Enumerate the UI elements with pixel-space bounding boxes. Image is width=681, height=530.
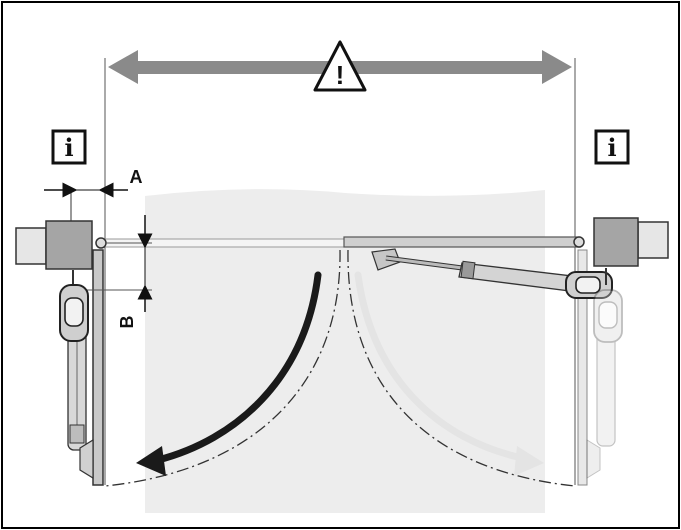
warning-mark: ! xyxy=(336,60,345,90)
right-hinge xyxy=(573,236,585,248)
left-hinge xyxy=(95,237,107,249)
right-wall xyxy=(637,221,669,259)
right-actuator xyxy=(371,248,613,299)
right-opening-arrow xyxy=(354,271,544,476)
left-opening-arrow xyxy=(136,271,322,476)
info-icon: i xyxy=(51,129,87,165)
right-leaf-closed xyxy=(343,236,581,248)
right-swing-path xyxy=(347,249,576,487)
warning-triangle-icon: ! xyxy=(313,40,367,92)
info-left-mark: i xyxy=(64,133,73,162)
dimension-b-label: B xyxy=(117,316,137,329)
left-leaf-open xyxy=(92,249,104,486)
left-wall xyxy=(15,227,47,265)
info-icon: i xyxy=(594,129,630,165)
dimension-a-label: A xyxy=(130,167,143,187)
info-right-mark: i xyxy=(607,133,616,162)
dimension-b: B xyxy=(82,215,153,329)
right-leaf-open xyxy=(577,249,588,486)
dimension-a: A xyxy=(44,167,143,221)
left-swing-path xyxy=(104,249,341,487)
left-actuator xyxy=(59,270,94,480)
left-pillar xyxy=(45,220,93,270)
right-pillar xyxy=(593,217,639,267)
right-actuator-ghost xyxy=(586,289,623,479)
passage-area xyxy=(145,189,545,513)
